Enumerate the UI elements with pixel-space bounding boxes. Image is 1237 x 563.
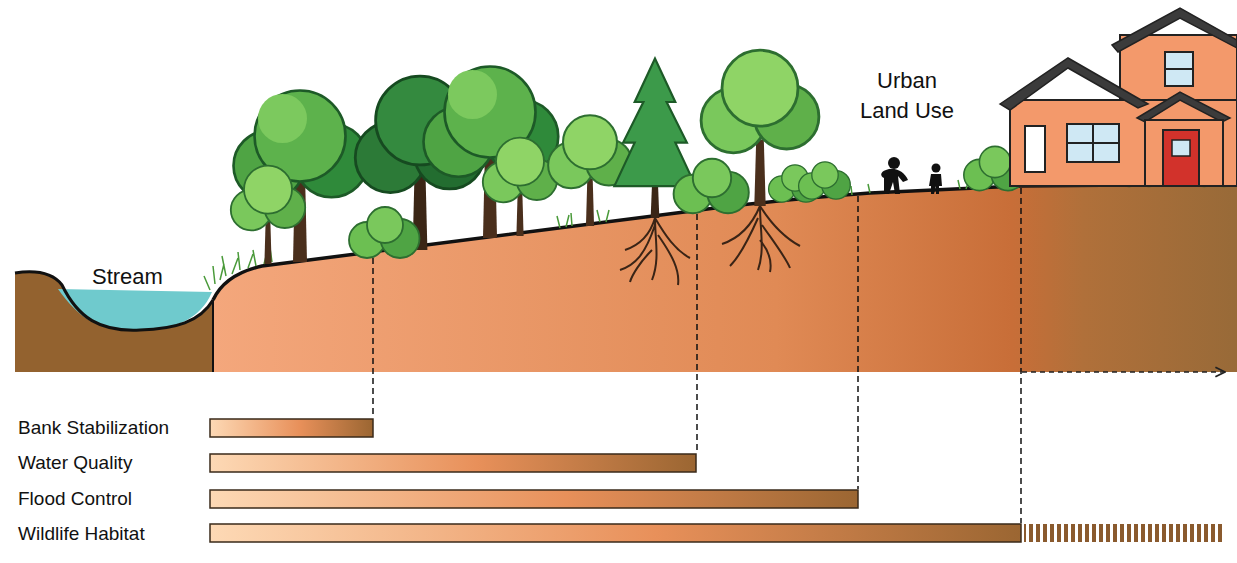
tree: [231, 166, 305, 264]
grass-part: [204, 248, 272, 290]
house-part: [1172, 140, 1190, 156]
function-label: Water Quality: [18, 452, 132, 475]
land-use-label: Urban Land Use: [854, 66, 960, 126]
grass: [204, 180, 969, 290]
tree: [483, 138, 557, 236]
shrub: [799, 162, 851, 199]
people-part: [888, 157, 900, 169]
tree-roots: [620, 206, 800, 285]
soil-edge: [212, 300, 214, 372]
tree: [424, 67, 559, 239]
tree: [548, 115, 632, 226]
house-part: [1000, 58, 1148, 110]
extent-lines-part: [1020, 188, 1022, 523]
function-label: Bank Stabilization: [18, 417, 169, 440]
people-part: [929, 174, 942, 194]
people-part: [881, 169, 908, 194]
house: [1000, 8, 1237, 186]
stream-water: [58, 289, 212, 330]
tree-roots-part: [620, 218, 690, 285]
house-part: [1010, 100, 1237, 186]
buffer-bar: [210, 419, 373, 437]
people-part: [932, 164, 941, 173]
buffer-bar: [210, 490, 858, 508]
house-part: [1067, 124, 1119, 162]
extent-lines-part: [372, 258, 374, 418]
house-part: [1165, 68, 1193, 70]
house-part: [1163, 130, 1199, 186]
function-label: Flood Control: [18, 488, 132, 511]
stream-label: Stream: [92, 264, 163, 290]
extent-lines-part: [857, 196, 859, 489]
house-part: [1067, 142, 1119, 144]
house-part: [1112, 8, 1237, 52]
function-label: Wildlife Habitat: [18, 523, 145, 546]
buffer-bar: [210, 524, 1021, 542]
buffer-bar-extension: [1024, 524, 1222, 542]
people: [881, 157, 942, 194]
house-part: [1025, 126, 1045, 172]
shrub: [349, 207, 420, 258]
extent-lines-part: [696, 214, 698, 453]
extent-arrow: [1022, 371, 1225, 373]
shrub: [674, 159, 749, 213]
house-part: [1137, 92, 1230, 122]
tree-roots-part: [722, 206, 800, 272]
house-part: [1165, 52, 1193, 86]
riparian-trees: [231, 50, 1236, 264]
house-part: [1145, 120, 1223, 186]
buffer-bars: [210, 419, 1222, 542]
buffer-bar: [210, 454, 696, 472]
